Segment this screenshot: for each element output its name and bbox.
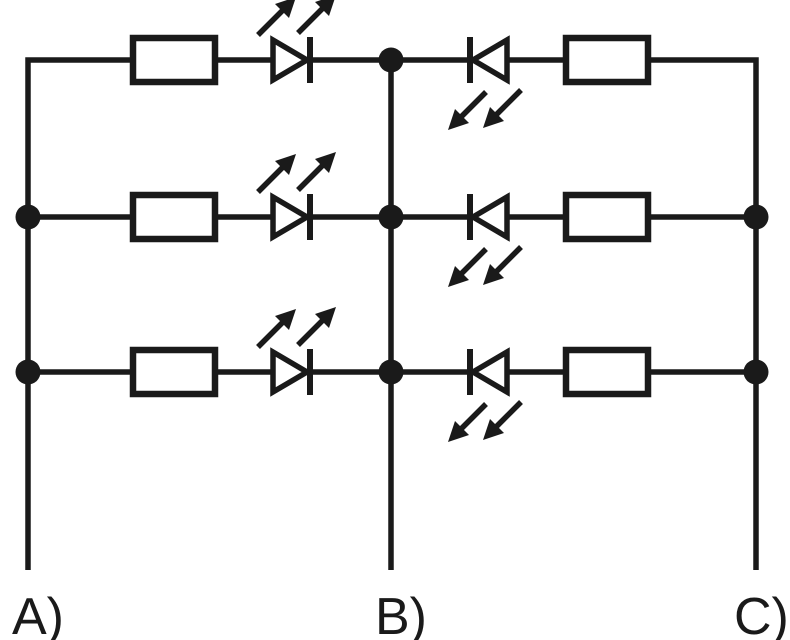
row2-left-resistor-icon [133,195,215,239]
junction-dot-c3 [743,359,769,385]
junction-dot-c2 [743,204,769,230]
row3-left-led-icon [258,307,336,395]
row2-right-led-icon [448,194,521,287]
circuit-row-3 [15,307,769,442]
row1-left-resistor-icon [133,38,215,82]
row1-right-resistor-icon [566,38,648,82]
row2-right-resistor-icon [566,195,648,239]
row1-left-led-icon [258,0,336,83]
row3-right-resistor-icon [566,350,648,394]
row2-left-led-icon [258,152,336,240]
junction-dot-a2 [15,204,41,230]
junction-dot-b1 [378,47,404,73]
junction-dot-b3 [378,359,404,385]
terminal-label-b: B) [375,588,427,640]
row1-right-led-icon [448,37,521,130]
row3-left-resistor-icon [133,350,215,394]
terminal-label-a: A) [12,588,64,640]
circuit-row-2 [15,152,769,287]
terminal-label-c: C) [734,588,789,640]
row3-right-led-icon [448,349,521,442]
junction-dot-a3 [15,359,41,385]
junction-dot-b2 [378,204,404,230]
circuit-row-1 [133,0,648,130]
